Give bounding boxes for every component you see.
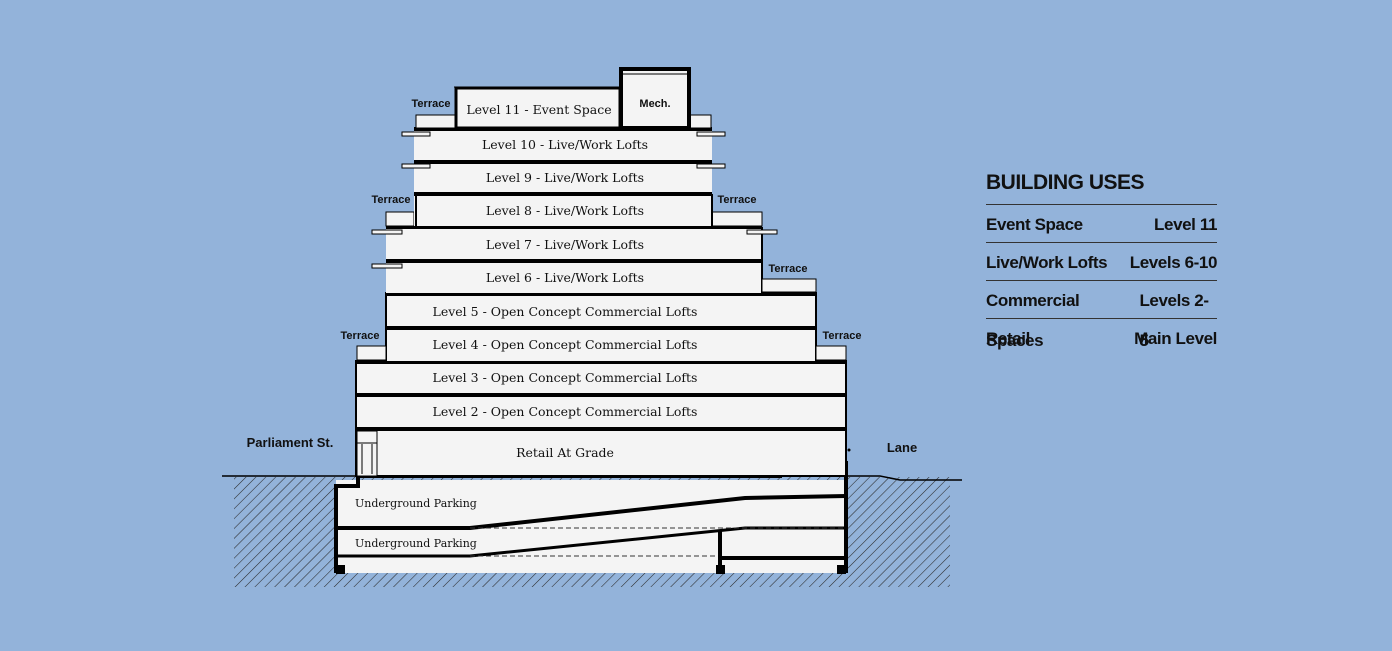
- level-2-label: Level 2 - Open Concept Commercial Lofts: [433, 404, 698, 419]
- parking-2-label: Underground Parking: [355, 537, 477, 550]
- level-11-label: Level 11 - Event Space: [466, 102, 611, 117]
- underground-structure: [334, 461, 848, 574]
- legend-use: Event Space: [986, 215, 1083, 234]
- terrace-label-l8-left: Terrace: [372, 194, 411, 206]
- level-7-label: Level 7 - Live/Work Lofts: [486, 237, 644, 252]
- level-4-label: Level 4 - Open Concept Commercial Lofts: [433, 337, 698, 352]
- terrace-label-l8-right: Terrace: [718, 194, 757, 206]
- legend-row-retail: Retail Main Level: [986, 319, 1217, 356]
- terrace-label-l6: Terrace: [769, 263, 808, 275]
- legend-use: Commercial Spaces: [986, 291, 1080, 350]
- legend-levels: Levels 2-5: [1139, 291, 1209, 350]
- legend-use: Retail: [986, 329, 1030, 348]
- lane-marker: [847, 448, 851, 452]
- lane-ground-line: [846, 475, 962, 481]
- legend-levels: Level 11: [1154, 215, 1217, 234]
- retail-label: Retail At Grade: [516, 445, 614, 460]
- legend-use: Live/Work Lofts: [986, 253, 1108, 272]
- level-9-label: Level 9 - Live/Work Lofts: [486, 170, 644, 185]
- legend-row-live-work: Live/Work Lofts Levels 6-10: [986, 243, 1217, 281]
- legend-row-event-space: Event Space Level 11: [986, 205, 1217, 243]
- mech-label: Mech.: [639, 98, 670, 110]
- retail-floor: [355, 428, 847, 477]
- terrace-label-l4-left: Terrace: [341, 330, 380, 342]
- level-5-label: Level 5 - Open Concept Commercial Lofts: [433, 304, 698, 319]
- level-11: [454, 67, 691, 130]
- parking-1-label: Underground Parking: [355, 497, 477, 510]
- level-3-label: Level 3 - Open Concept Commercial Lofts: [433, 370, 698, 385]
- parliament-st-label: Parliament St.: [247, 435, 334, 450]
- building-uses-legend: BUILDING USES Event Space Level 11 Live/…: [986, 168, 1217, 356]
- level-10-label: Level 10 - Live/Work Lofts: [482, 137, 648, 152]
- levels-4-5: [356, 292, 847, 362]
- legend-levels: Main Level: [1134, 329, 1217, 348]
- legend-row-commercial: Commercial Spaces Levels 2-5: [986, 281, 1217, 350]
- terrace-label-l4-right: Terrace: [823, 330, 862, 342]
- terrace-label-l11: Terrace: [412, 98, 451, 110]
- lane-label: Lane: [887, 440, 917, 455]
- levels-2-3: [355, 360, 847, 476]
- levels-6-7: [371, 211, 817, 293]
- level-8-label: Level 8 - Live/Work Lofts: [486, 203, 644, 218]
- legend-levels: Levels 6-10: [1129, 253, 1218, 272]
- legend-title: BUILDING USES: [986, 168, 1217, 205]
- level-6-label: Level 6 - Live/Work Lofts: [486, 270, 644, 285]
